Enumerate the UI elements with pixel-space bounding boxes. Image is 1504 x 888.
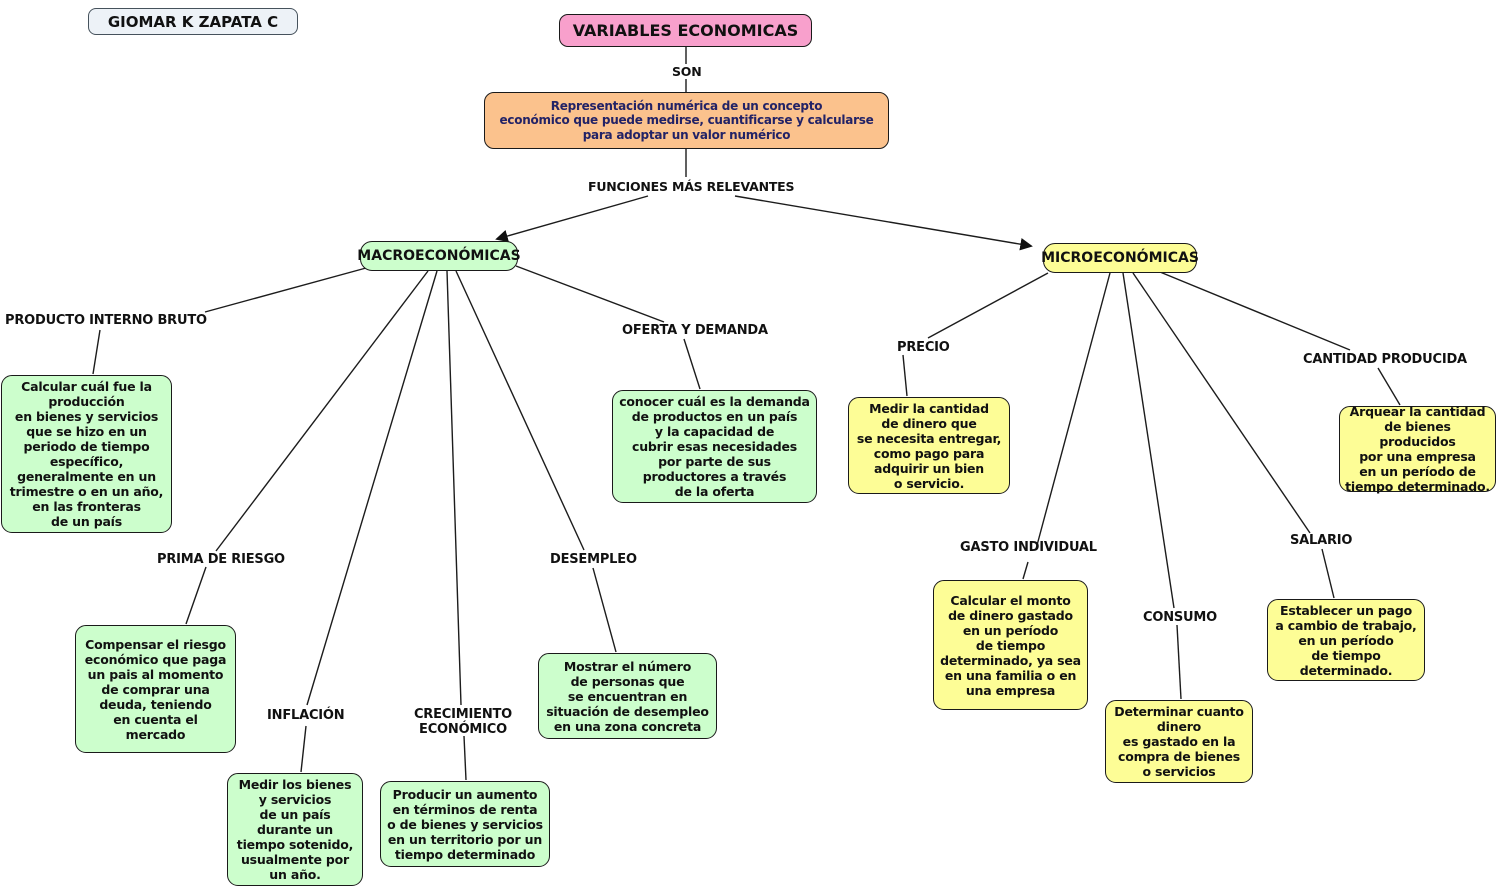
edge-micro-cantidad-1 xyxy=(1159,271,1351,351)
concept-desc-prima[interactable]: Compensar el riesgo económico que paga u… xyxy=(75,625,236,753)
link-label-son[interactable]: SON xyxy=(668,64,706,79)
branch-microeconomicas[interactable]: MICROECONÓMICAS xyxy=(1041,243,1199,273)
definition-node[interactable]: Representación numérica de un concepto e… xyxy=(484,92,889,149)
branch-macroeconomicas[interactable]: MACROECONÓMICAS xyxy=(357,241,521,271)
edge-micro-cantidad-2 xyxy=(1377,367,1401,406)
concept-desc-oferta[interactable]: conocer cuál es la demanda de productos … xyxy=(612,390,817,503)
edge-funciones-macro xyxy=(495,195,649,243)
edge-funciones-micro xyxy=(734,195,1033,251)
edge-micro-consumo-2 xyxy=(1176,624,1182,700)
concept-desc-crecimiento[interactable]: Producir un aumento en términos de renta… xyxy=(380,781,550,867)
edge-macro-pib-2 xyxy=(92,329,101,375)
edge-micro-gasto-1 xyxy=(1035,272,1111,550)
edge-macro-inflacion-1 xyxy=(306,270,438,706)
concept-label-inflacion[interactable]: INFLACIÓN xyxy=(267,708,345,723)
concept-label-crecimiento[interactable]: CRECIMIENTO ECONÓMICO xyxy=(413,707,513,737)
concept-label-consumo[interactable]: CONSUMO xyxy=(1143,610,1217,625)
edge-micro-salario-1 xyxy=(1132,272,1311,534)
edge-macro-desempleo-2 xyxy=(592,567,617,653)
concept-label-gasto[interactable]: GASTO INDIVIDUAL xyxy=(960,540,1097,555)
concept-desc-pib[interactable]: Calcular cuál fue la producción en biene… xyxy=(1,375,172,533)
edge-macro-crecimiento-1 xyxy=(446,270,462,706)
edge-micro-precio-1 xyxy=(927,272,1049,339)
concept-label-precio[interactable]: PRECIO xyxy=(897,340,950,355)
concept-desc-inflacion[interactable]: Medir los bienes y servicios de un país … xyxy=(227,773,363,886)
author-box[interactable]: GIOMAR K ZAPATA C xyxy=(88,8,298,35)
concept-label-salario[interactable]: SALARIO xyxy=(1290,533,1353,548)
concept-label-prima[interactable]: PRIMA DE RIESGO xyxy=(157,552,285,567)
concept-label-cantidad[interactable]: CANTIDAD PRODUCIDA xyxy=(1303,352,1467,367)
edge-macro-crecimiento-2 xyxy=(463,735,467,781)
concept-label-oferta[interactable]: OFERTA Y DEMANDA xyxy=(622,323,768,338)
edge-micro-precio-2 xyxy=(902,354,908,397)
concept-desc-cantidad[interactable]: Arquear la cantidad de bienes producidos… xyxy=(1339,404,1496,494)
root-node[interactable]: VARIABLES ECONOMICAS xyxy=(559,14,812,47)
link-label-funciones[interactable]: FUNCIONES MÁS RELEVANTES xyxy=(584,179,799,194)
concept-desc-salario[interactable]: Establecer un pago a cambio de trabajo, … xyxy=(1267,599,1425,681)
concept-desc-consumo[interactable]: Determinar cuanto dinero es gastado en l… xyxy=(1105,700,1253,783)
concept-label-pib[interactable]: PRODUCTO INTERNO BRUTO xyxy=(5,313,207,328)
edge-macro-desempleo-1 xyxy=(455,270,585,551)
edge-macro-oferta-1 xyxy=(515,265,665,323)
concept-label-desempleo[interactable]: DESEMPLEO xyxy=(550,552,637,567)
concept-desc-gasto[interactable]: Calcular el monto de dinero gastado en u… xyxy=(933,580,1088,710)
edge-micro-consumo-1 xyxy=(1122,272,1175,609)
edge-macro-oferta-2 xyxy=(683,338,701,390)
concept-desc-precio[interactable]: Medir la cantidad de dinero que se neces… xyxy=(848,397,1010,494)
edge-macro-prima-2 xyxy=(185,566,207,625)
edge-macro-prima-1 xyxy=(215,270,429,552)
edge-macro-pib-1 xyxy=(204,267,367,313)
edge-macro-inflacion-2 xyxy=(300,725,307,773)
concept-desc-desempleo[interactable]: Mostrar el número de personas que se enc… xyxy=(538,653,717,739)
edge-micro-salario-2 xyxy=(1321,548,1335,599)
edge-micro-gasto-2 xyxy=(1022,561,1029,580)
